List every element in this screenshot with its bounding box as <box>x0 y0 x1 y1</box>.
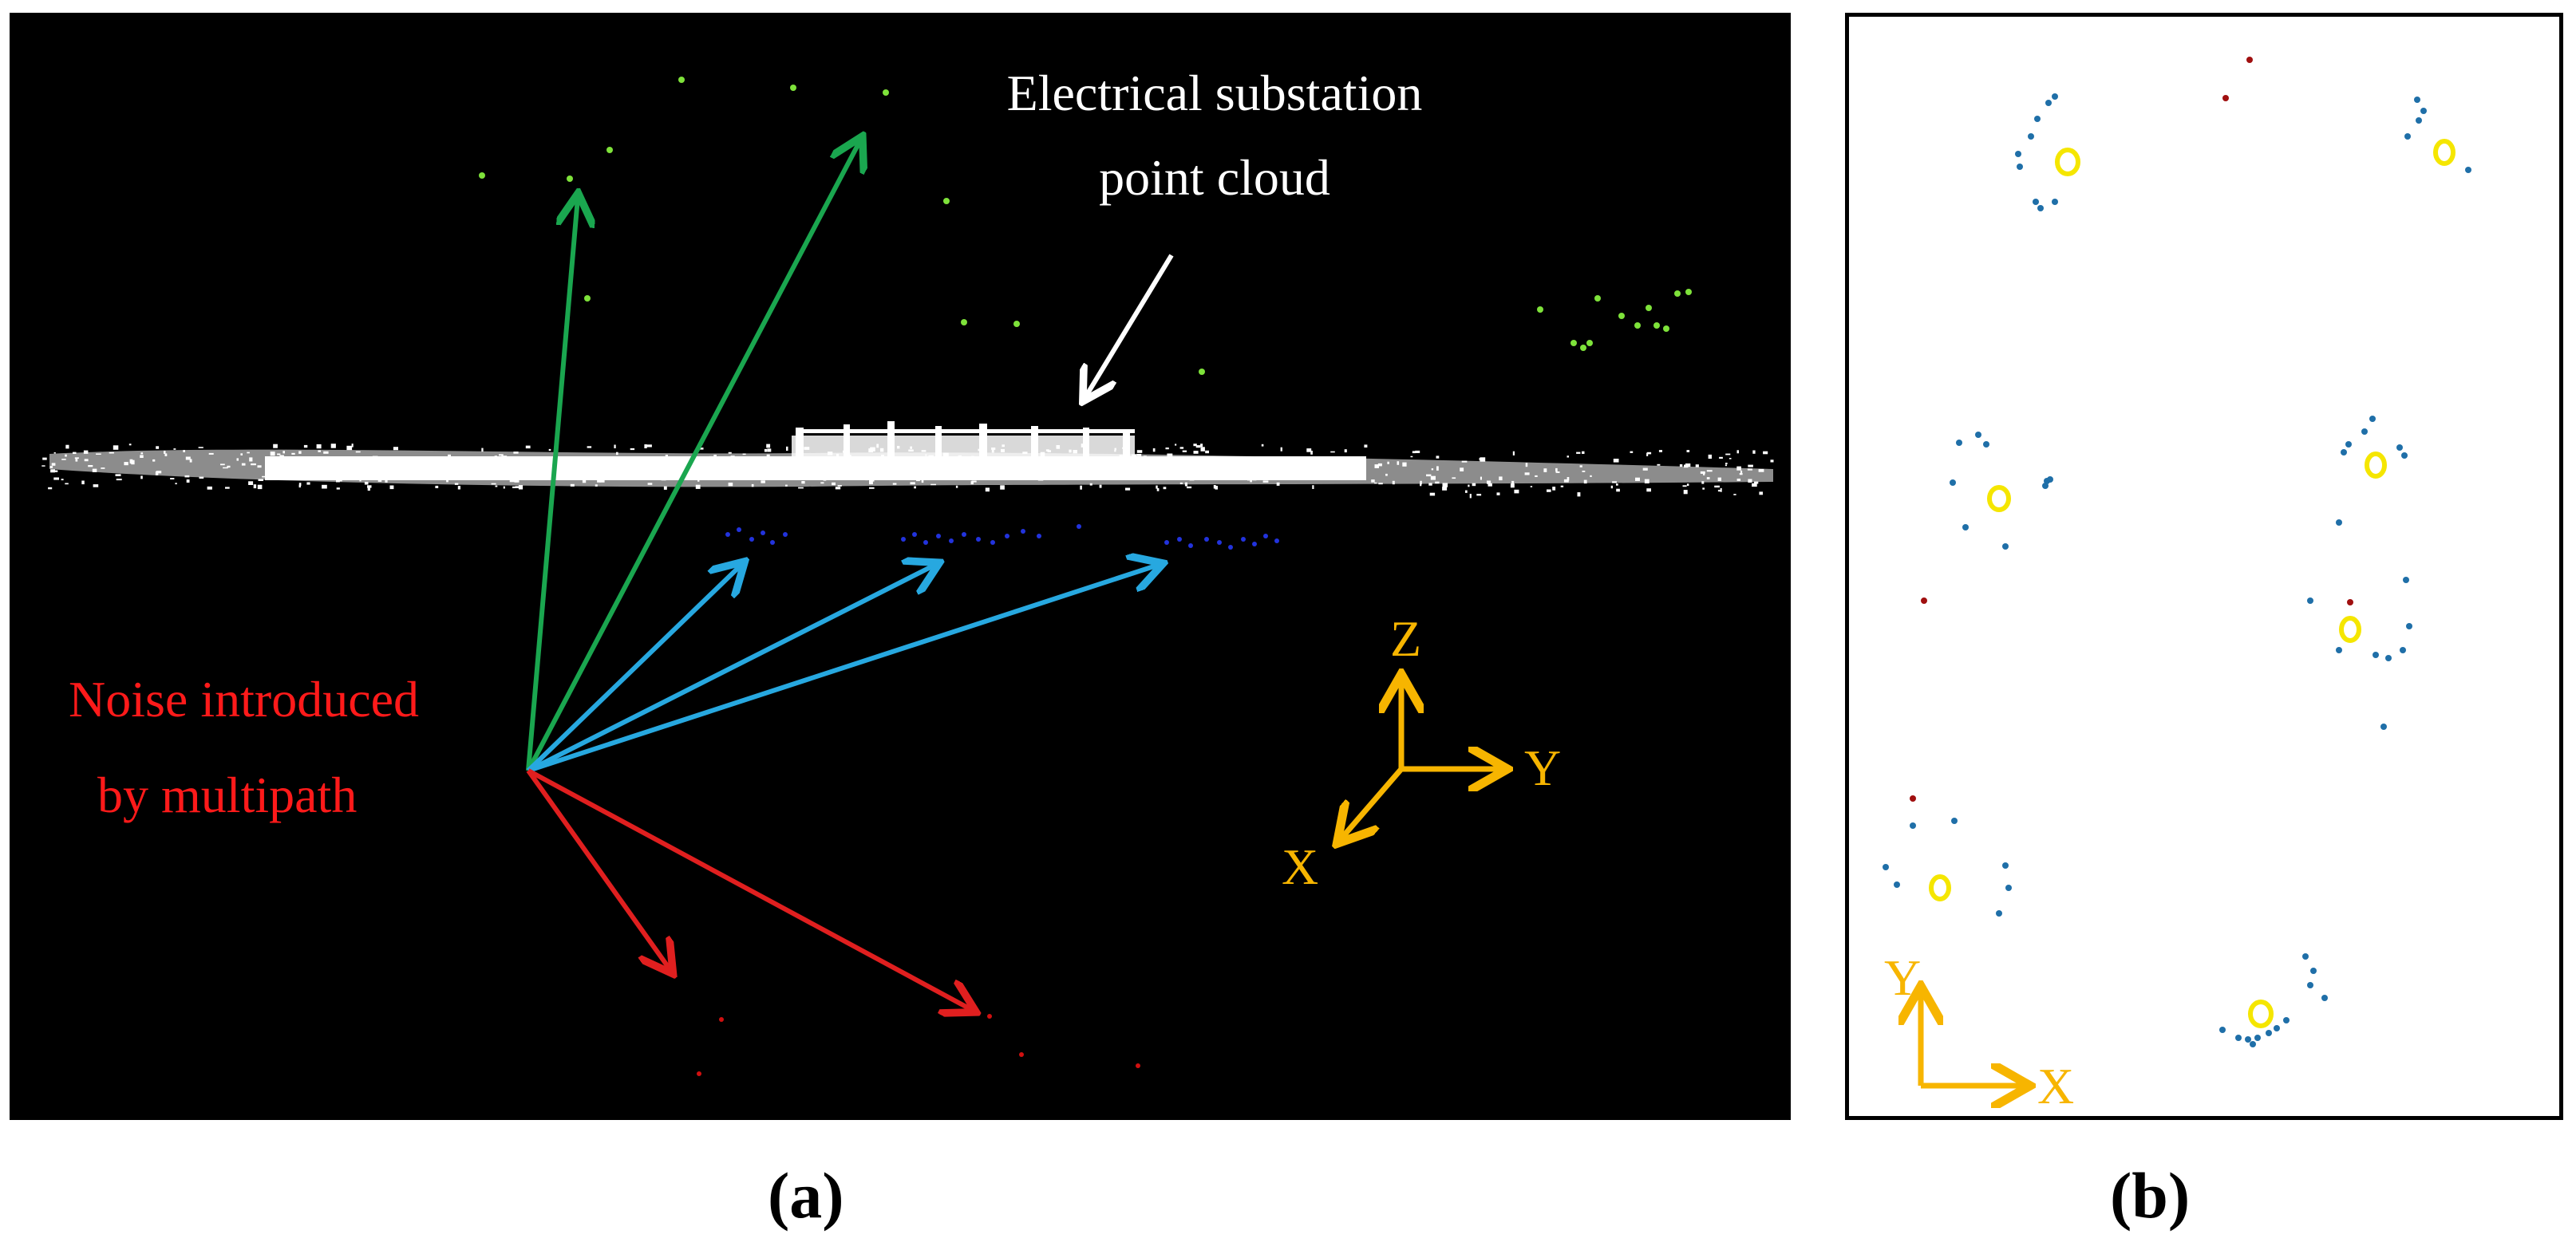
axis-label-y: Y <box>1524 739 1561 796</box>
axis-label-z: Z <box>1390 610 1421 667</box>
yellow-marker-6 <box>1929 874 1951 901</box>
multipath-arrows <box>526 140 1159 1010</box>
axis-label-x-b: X <box>2037 1058 2074 1114</box>
substation-point-cloud <box>41 421 1774 499</box>
green-arrow-1 <box>526 198 578 771</box>
blue-noise-points <box>725 524 1279 550</box>
yellow-marker-5 <box>2339 616 2361 643</box>
panel-a-svg: Electrical substation point cloud Noise … <box>41 65 1774 1076</box>
dark-red-points-b <box>1910 57 2353 802</box>
yellow-marker-1 <box>2055 148 2080 176</box>
yellow-marker-3 <box>1987 485 2011 512</box>
yellow-marker-4 <box>2365 452 2387 479</box>
yellow-markers-b <box>1929 139 2455 1028</box>
annotation-line-2: point cloud <box>1099 149 1330 206</box>
noise-label-line-2: by multipath <box>97 767 357 823</box>
green-noise-points <box>479 77 1692 375</box>
cyan-arrow-2 <box>527 565 935 773</box>
cyan-arrow-1 <box>526 565 741 773</box>
caption-b: (b) <box>2110 1159 2191 1232</box>
yellow-marker-2 <box>2433 139 2455 166</box>
yellow-marker-7 <box>2248 1000 2274 1028</box>
noise-label-line-1: Noise introduced <box>69 671 419 728</box>
axis-label-x: X <box>1282 838 1318 895</box>
axes-gizmo-b <box>1921 992 2025 1086</box>
annotation-line-1: Electrical substation <box>1007 65 1423 121</box>
cyan-arrow-3 <box>527 565 1159 773</box>
red-noise-points <box>697 1014 1140 1076</box>
axes-gizmo-a <box>1341 680 1502 839</box>
blue-points-b <box>1883 93 2471 1047</box>
panel-a-point-cloud-view: Electrical substation point cloud Noise … <box>10 13 1791 1120</box>
annotation-arrow <box>1085 254 1174 397</box>
green-arrow-2 <box>526 140 860 772</box>
panel-b-svg: Y X <box>1883 57 2471 1114</box>
caption-a: (a) <box>768 1159 844 1232</box>
panel-b-top-view: Y X <box>1845 13 2563 1120</box>
axis-label-y-b: Y <box>1884 949 1921 1006</box>
red-arrow-2 <box>527 768 972 1010</box>
red-arrow-1 <box>526 769 670 970</box>
